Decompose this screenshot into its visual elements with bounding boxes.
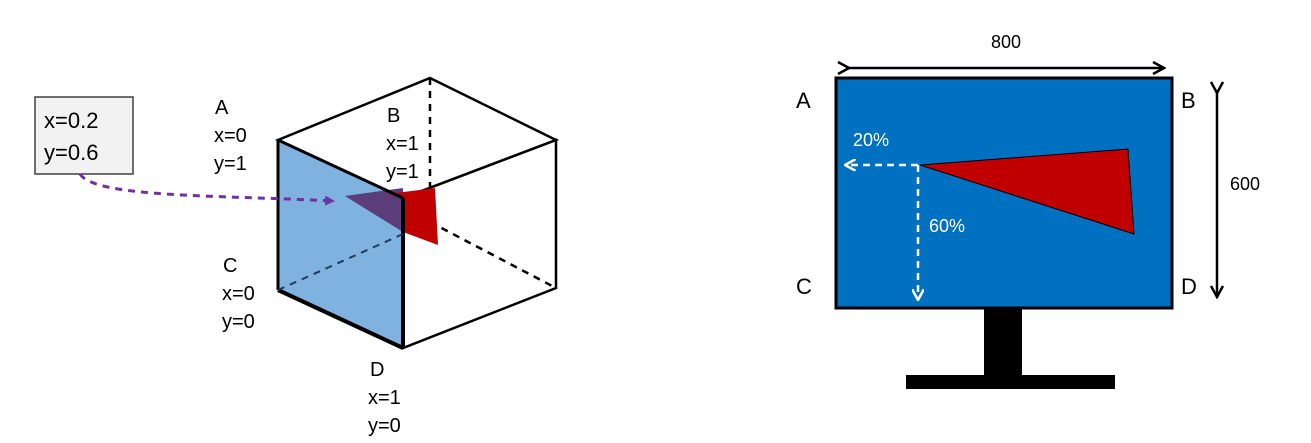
monitor-label-b: B (1181, 88, 1196, 113)
cube-label-b-x: x=1 (386, 133, 419, 155)
cube-edge-c-d (277, 288, 404, 350)
monitor-diagram: 20% 60% 800 600 A B C D (796, 32, 1260, 389)
mapping-arrow (78, 173, 335, 206)
cube-label-a-y: y=1 (214, 153, 247, 175)
cube-hidden-edge-bottom-right (429, 220, 557, 290)
monitor-label-a: A (796, 88, 811, 113)
cube-edge-a-b (277, 138, 404, 200)
cube-label-a-x: x=0 (214, 125, 247, 147)
cube-label-a: A (215, 97, 229, 119)
cube-label-c: C (223, 255, 237, 277)
coord-box (34, 96, 134, 175)
cube-triangle-outside (388, 188, 438, 245)
monitor-label-c: C (796, 274, 812, 299)
monitor-neck (984, 308, 1022, 378)
coord-box-x: x=0.2 (44, 108, 98, 133)
cube-diagram: x=0.2 y=0.6 A x=0 y=1 B x=1 y=1 C x=0 y=… (34, 76, 560, 437)
cube-label-b-y: y=1 (386, 161, 419, 183)
monitor-base (906, 375, 1115, 389)
y-percent-label: 60% (929, 216, 965, 236)
cube-label-b: B (387, 105, 400, 127)
width-label: 800 (991, 32, 1021, 52)
cube-triangle-inside (345, 188, 403, 232)
cube-right-face (401, 138, 558, 350)
screen-triangle (919, 148, 1135, 235)
cube-label-d: D (370, 359, 384, 381)
x-percent-label: 20% (853, 130, 889, 150)
cube-label-d-y: y=0 (368, 415, 401, 437)
cube-front-face (278, 140, 403, 348)
cube-label-d-x: x=1 (368, 387, 401, 409)
cube-label-c-y: y=0 (222, 311, 255, 333)
coord-box-y: y=0.6 (44, 140, 98, 165)
height-label: 600 (1230, 174, 1260, 194)
monitor-label-d: D (1181, 274, 1197, 299)
cube-label-c-x: x=0 (222, 283, 255, 305)
cube-hidden-edge-through-face (277, 233, 404, 291)
